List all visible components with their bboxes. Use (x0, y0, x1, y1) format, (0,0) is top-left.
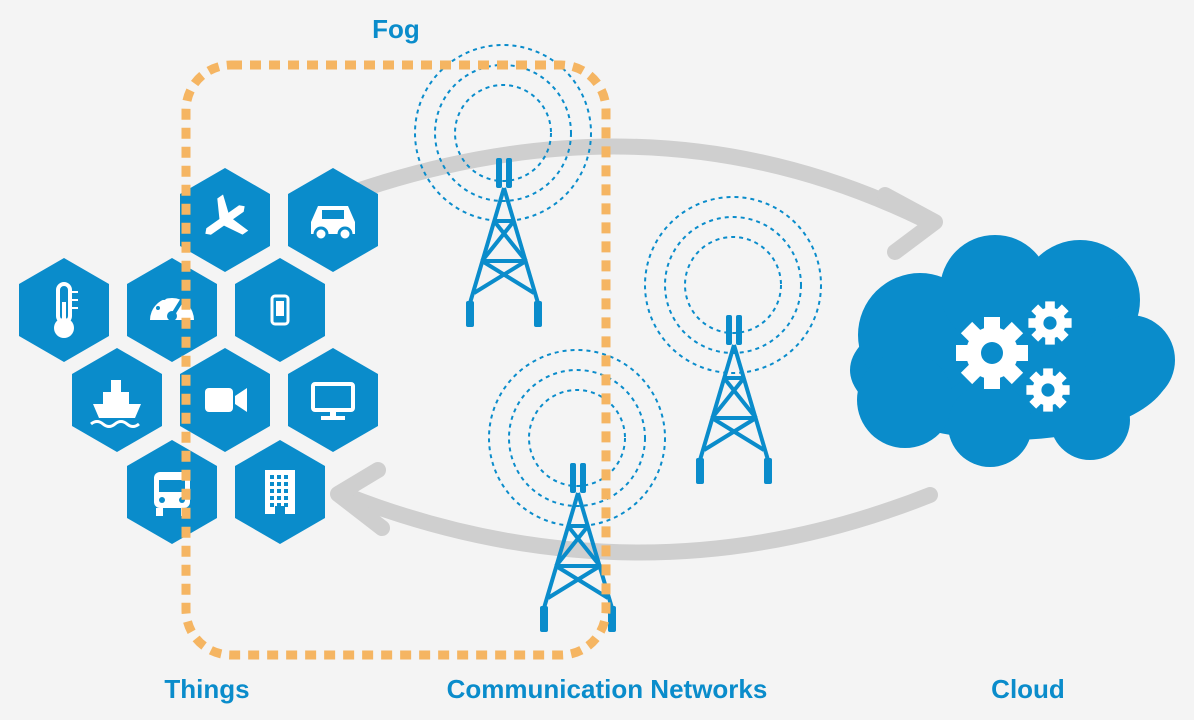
thermometer-icon (54, 282, 78, 338)
fog-tower-bottom (488, 349, 666, 634)
building-icon (265, 470, 295, 514)
cloud-label: Cloud (991, 674, 1065, 704)
bus-icon (154, 472, 190, 516)
arrow-to-things-head (330, 462, 390, 536)
fog-label: Fog (372, 14, 420, 44)
networks-label: Communication Networks (446, 674, 768, 704)
hexagon-tile (288, 348, 378, 452)
arrow-to-things (337, 487, 938, 561)
fog-region-border (181, 60, 611, 660)
cell-tower-icon (464, 156, 544, 329)
smartphone-icon (270, 294, 290, 326)
arrow-to-cloud (352, 138, 933, 228)
car-icon (311, 206, 355, 242)
arrow-to-cloud-head (877, 187, 943, 260)
cell-tower-icon (694, 313, 774, 486)
network-tower-middle (644, 196, 822, 486)
monitor-icon (311, 382, 355, 420)
airplane-icon (205, 194, 249, 235)
things-label: Things (164, 674, 250, 704)
video-camera-icon (205, 388, 247, 412)
ship-icon (90, 380, 141, 428)
things-cluster (19, 168, 378, 544)
fog-tower-top (414, 44, 592, 329)
